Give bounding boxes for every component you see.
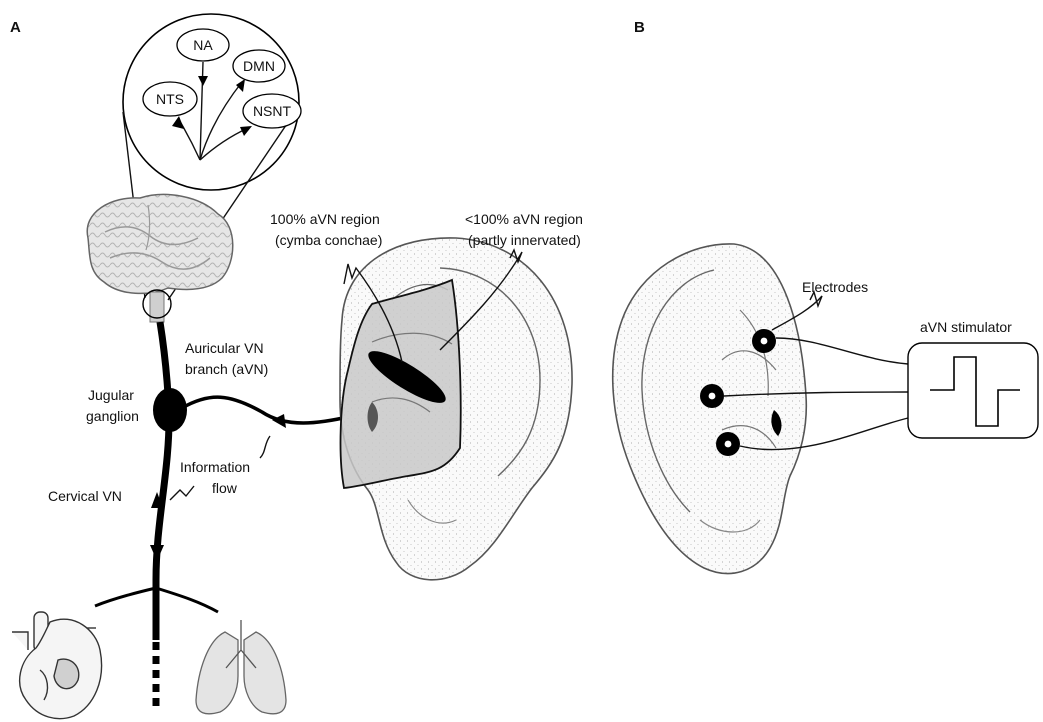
partial-label-line2: (partly innervated) (468, 232, 581, 248)
auricular-label-line1: Auricular VN (185, 340, 264, 356)
jugular-ganglion (153, 388, 187, 432)
cymba-label-line2: (cymba conchae) (275, 232, 382, 248)
heart-illustration (12, 612, 102, 719)
cymba-label-line1: 100% aVN region (270, 211, 380, 227)
branch-to-lungs (156, 588, 218, 612)
stimulator-label: aVN stimulator (920, 319, 1012, 335)
leader-info (260, 436, 270, 458)
auricular-label-line2: branch (aVN) (185, 361, 268, 377)
jugular-label-line1: Jugular (88, 387, 134, 403)
brain-illustration (87, 195, 233, 322)
branch-to-heart (95, 588, 156, 606)
nsnt-label: NSNT (253, 103, 292, 119)
cervical-label: Cervical VN (48, 488, 122, 504)
panel-b-label: B (634, 19, 645, 36)
auricular-branch (182, 397, 352, 423)
partial-label-line1: <100% aVN region (465, 211, 583, 227)
lungs-illustration (196, 620, 286, 714)
ear-a-illustration (340, 238, 572, 580)
nts-label: NTS (156, 91, 184, 107)
leader-cervical (170, 486, 194, 500)
info-label-line2: flow (212, 480, 238, 496)
dmn-label: DMN (243, 58, 275, 74)
ear-b-illustration (613, 244, 807, 574)
panel-a-label: A (10, 19, 21, 36)
electrodes-label: Electrodes (802, 279, 868, 295)
na-label: NA (193, 37, 213, 53)
arrow-down-cervical (150, 545, 164, 561)
arrow-auricular (272, 414, 286, 428)
info-label-line1: Information (180, 459, 250, 475)
jugular-label-line2: ganglion (86, 408, 139, 424)
